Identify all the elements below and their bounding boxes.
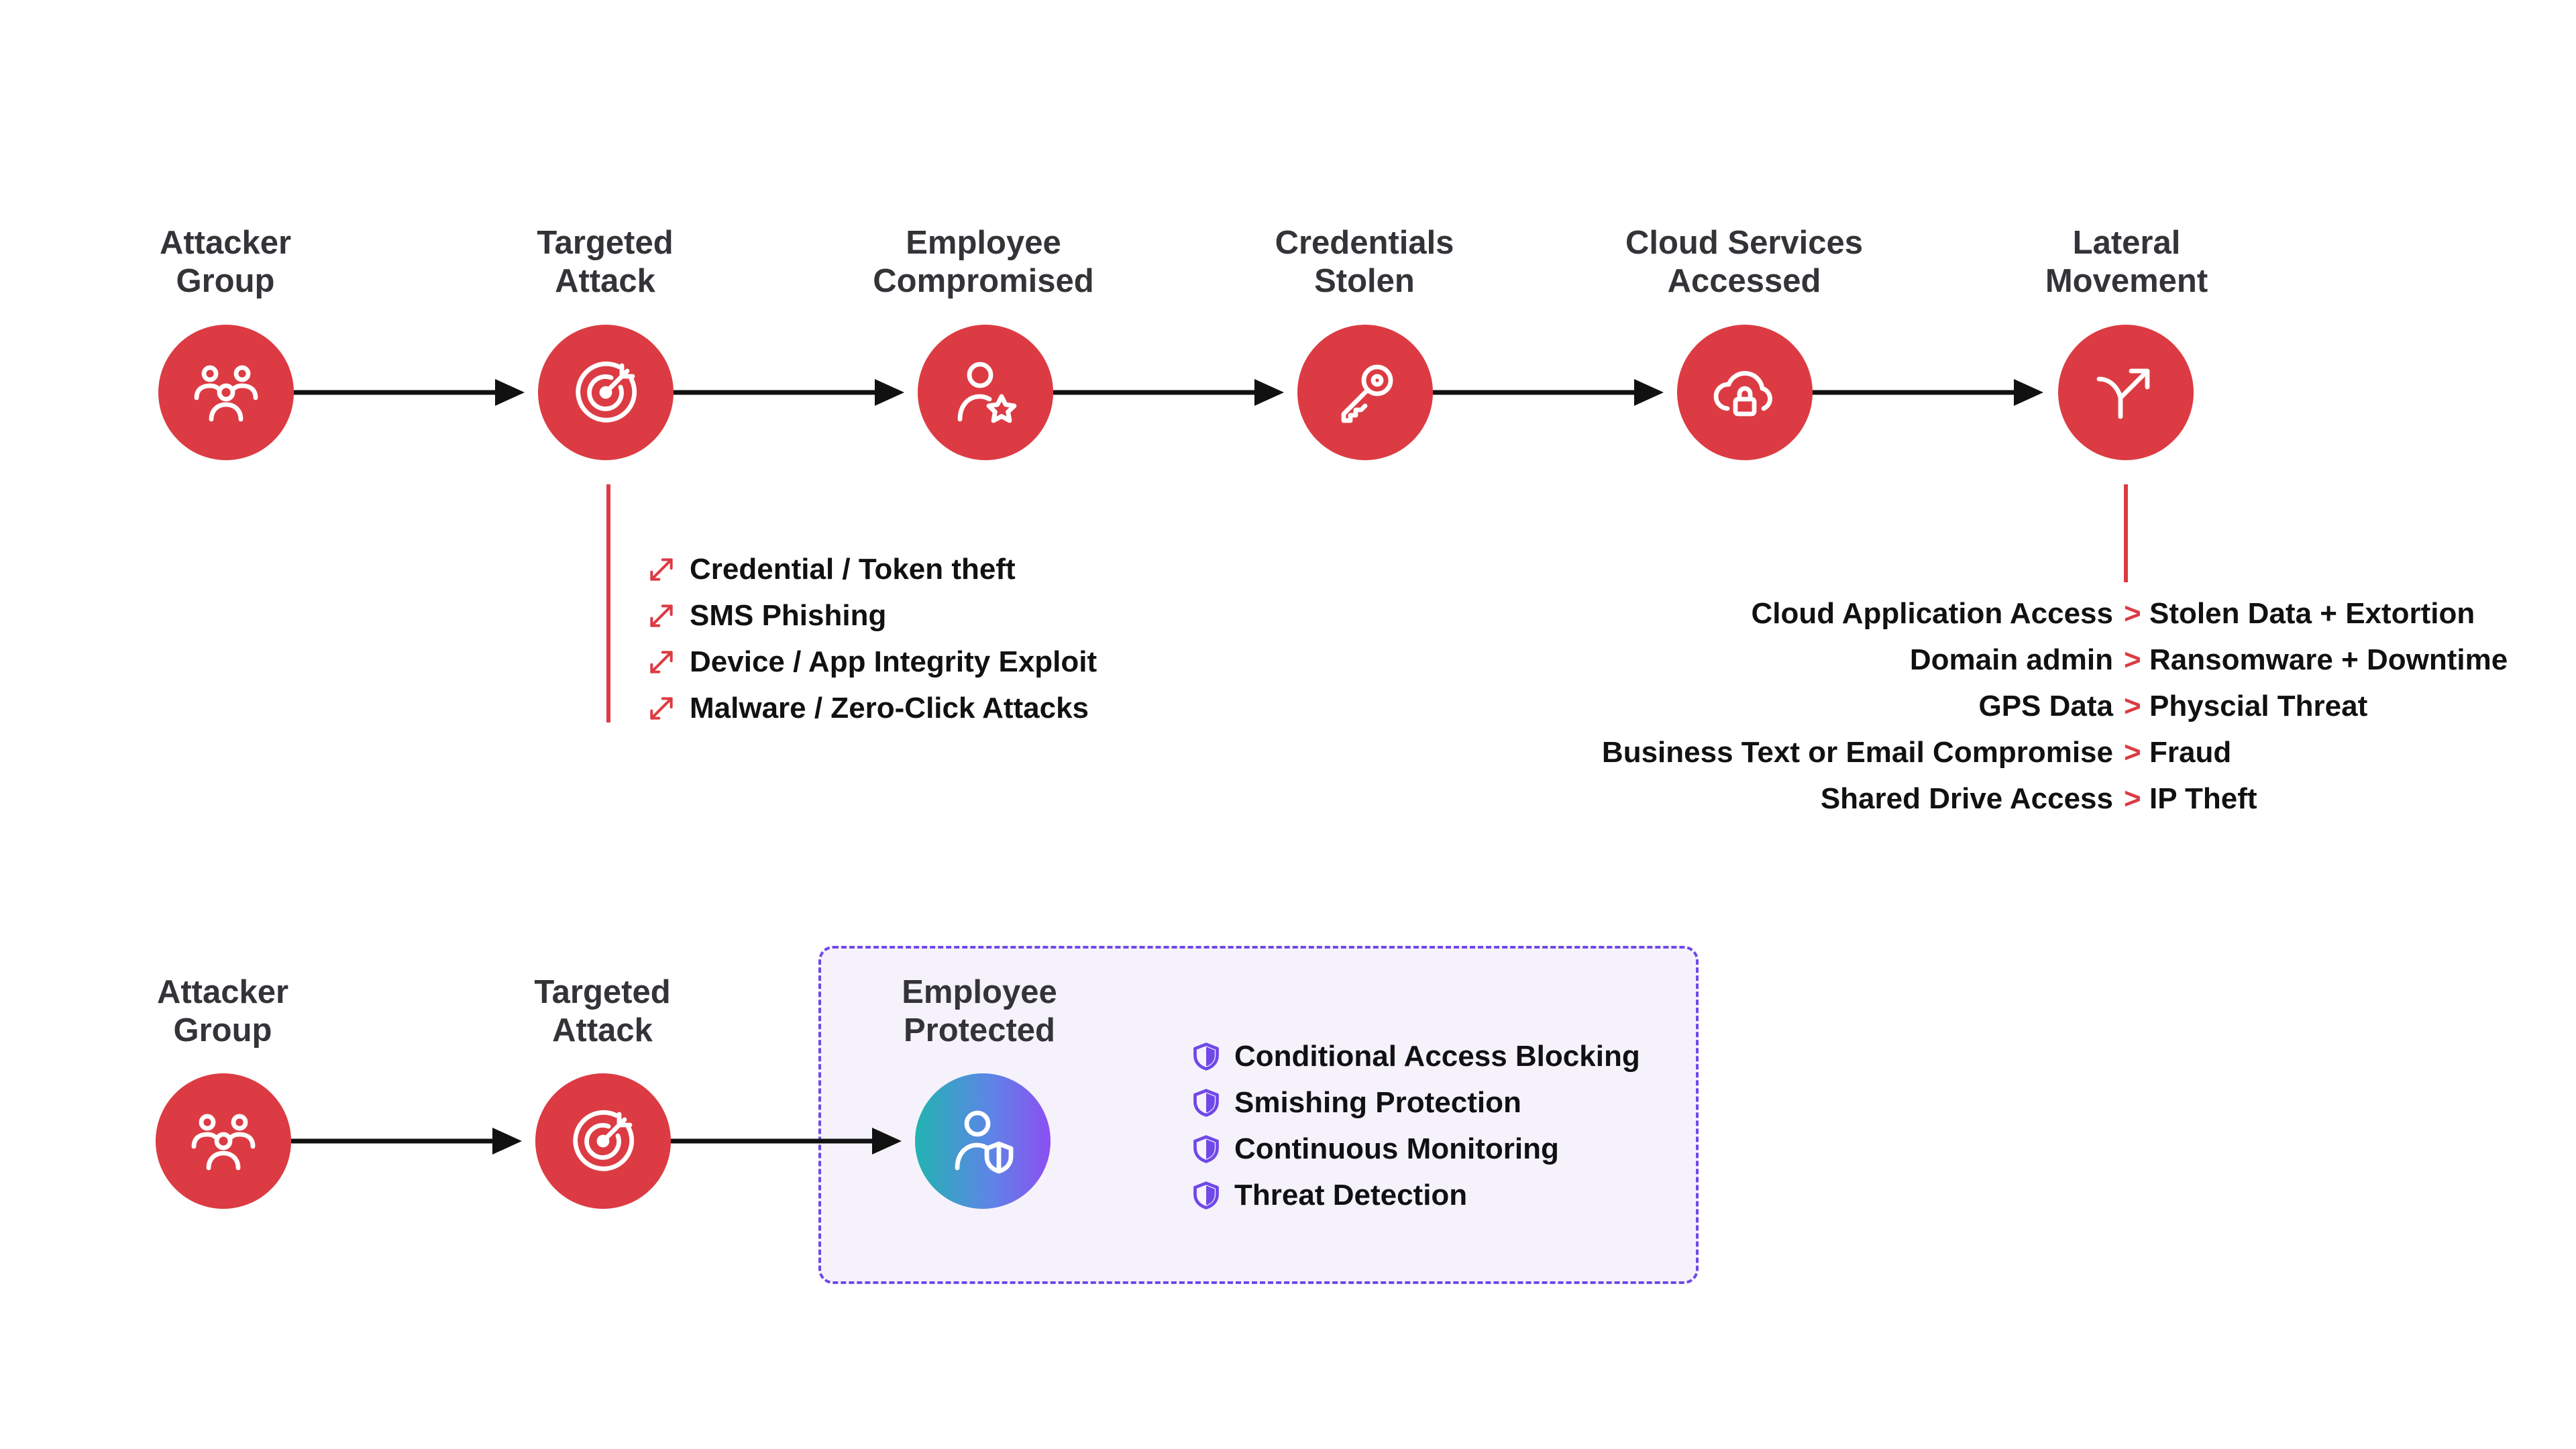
flow-arrow (1813, 379, 2043, 406)
impact-result: IP Theft (2149, 782, 2257, 815)
attack-vectors-connector (606, 484, 610, 722)
stage-circle-lateral-movement (2058, 325, 2194, 460)
stage-title-cloud-services-accessed: Cloud Services Accessed (1625, 225, 1864, 299)
list-item: Device / App Integrity Exploit (647, 639, 1097, 685)
stage-title-targeted-attack: Targeted Attack (537, 225, 674, 299)
impact-result: Stolen Data + Extortion (2149, 597, 2475, 630)
user-star-icon (957, 362, 1017, 423)
stage-circle-targeted-attack (538, 325, 674, 460)
shield-icon (1193, 1042, 1219, 1071)
stage-title-employee-protected: Employee Protected (902, 974, 1057, 1049)
stage-circle-targeted-attack (535, 1073, 671, 1209)
impact-separator: > (2124, 643, 2141, 676)
list-item: Threat Detection (1191, 1172, 1640, 1218)
impact-source: Shared Drive Access (1820, 782, 2113, 815)
stage-circle-employee-compromised (918, 325, 1053, 460)
hook-arrow-icon (650, 604, 673, 627)
shield-icon (1193, 1134, 1219, 1163)
impact-row: Shared Drive Access > IP Theft (0, 782, 2576, 828)
impact-result: Fraud (2149, 736, 2232, 769)
flow-arrow (1053, 379, 1284, 406)
impact-row: Domain admin > Ransomware + Downtime (0, 643, 2576, 690)
impact-separator: > (2124, 782, 2141, 815)
impacts-list: Cloud Application Access > Stolen Data +… (0, 597, 2576, 828)
impact-separator: > (2124, 736, 2141, 769)
impact-separator: > (2124, 690, 2141, 722)
split-arrow-icon (2096, 368, 2150, 419)
stage-circle-attacker-group (158, 325, 294, 460)
stage-title-lateral-movement: Lateral Movement (2045, 225, 2208, 299)
stage-title-targeted-attack: Targeted Attack (534, 974, 671, 1049)
stage-title-employee-compromised: Employee Compromised (873, 225, 1094, 299)
users-icon (194, 365, 258, 422)
impact-row: Cloud Application Access > Stolen Data +… (0, 597, 2576, 643)
key-icon (1341, 364, 1393, 423)
cloud-lock-icon (1713, 371, 1772, 417)
impact-result: Physcial Threat (2149, 690, 2368, 722)
list-item: Conditional Access Blocking (1191, 1033, 1640, 1079)
impact-separator: > (2124, 597, 2141, 630)
hook-arrow-icon (650, 696, 673, 720)
stage-title-attacker-group: Attacker Group (159, 225, 292, 299)
target-icon (576, 361, 637, 423)
list-item: Continuous Monitoring (1191, 1126, 1640, 1172)
impacts-connector (2124, 484, 2128, 582)
user-shield-icon (955, 1110, 1014, 1174)
stage-title-attacker-group: Attacker Group (156, 974, 289, 1049)
stage-title-credentials-stolen: Credentials Stolen (1275, 225, 1454, 299)
list-item: Malware / Zero-Click Attacks (647, 685, 1097, 731)
flow-arrow (674, 379, 904, 406)
protections-list: Conditional Access Blocking Smishing Pro… (1191, 1033, 1640, 1218)
flow-arrow (1433, 379, 1664, 406)
hook-arrow-icon (650, 557, 673, 581)
shield-icon (1193, 1088, 1219, 1117)
list-item: SMS Phishing (647, 592, 1097, 639)
stage-circle-employee-protected (915, 1073, 1051, 1209)
impact-result: Ransomware + Downtime (2149, 643, 2508, 676)
flow-arrow (671, 1128, 902, 1155)
flow-arrow (291, 1128, 522, 1155)
impact-source: Domain admin (1909, 643, 2113, 676)
flow-arrow (294, 379, 525, 406)
shield-icon (1193, 1181, 1219, 1210)
list-item: Credential / Token theft (647, 546, 1097, 592)
hook-arrow-icon (650, 650, 673, 674)
impact-row: GPS Data > Physcial Threat (0, 690, 2576, 736)
list-item: Smishing Protection (1191, 1079, 1640, 1126)
impact-row: Business Text or Email Compromise > Frau… (0, 736, 2576, 782)
attack-vectors-list: Credential / Token theft SMS Phishing De… (647, 546, 1097, 731)
stage-circle-attacker-group (156, 1073, 291, 1209)
impact-source: Business Text or Email Compromise (1601, 736, 2113, 769)
users-icon (191, 1114, 256, 1171)
impact-source: GPS Data (1978, 690, 2113, 722)
stage-circle-cloud-services-accessed (1677, 325, 1813, 460)
stage-circle-credentials-stolen (1297, 325, 1433, 460)
target-icon (573, 1110, 635, 1171)
impact-source: Cloud Application Access (1751, 597, 2114, 630)
